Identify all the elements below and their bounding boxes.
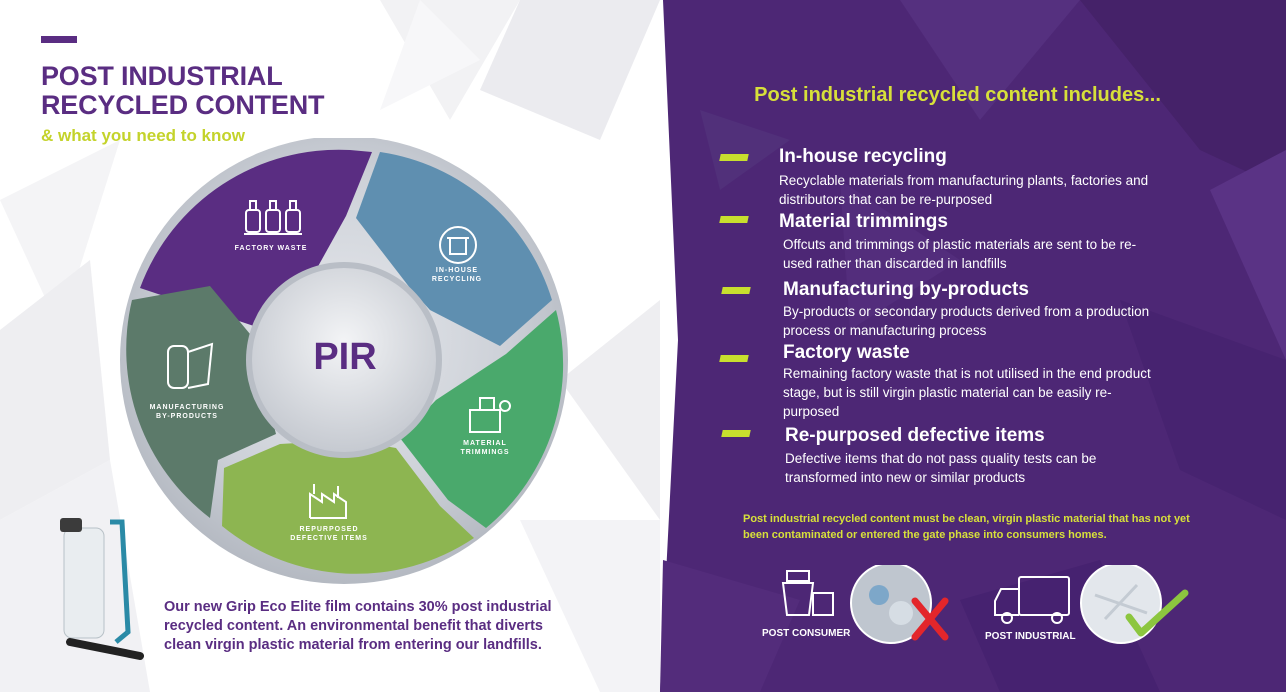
bullet-marker xyxy=(719,355,749,362)
item-desc-material-trimmings: Offcuts and trimmings of plastic materia… xyxy=(783,237,1137,271)
machine-icon xyxy=(469,397,511,433)
item-title-manufacturing-by-products: Manufacturing by-products xyxy=(783,279,1029,300)
cross-icon xyxy=(911,597,949,641)
bin-icon xyxy=(781,570,834,616)
bullet-marker xyxy=(721,430,751,437)
item-title-material-trimmings: Material trimmings xyxy=(779,211,948,232)
segment-label-in-house-recycling: IN-HOUSE RECYCLING xyxy=(431,267,483,283)
bullet-marker xyxy=(719,216,749,223)
factory-icon xyxy=(309,484,347,519)
truck-icon xyxy=(994,576,1070,624)
film-roll-icon xyxy=(167,342,214,389)
caption-post-consumer: POST CONSUMER xyxy=(762,628,851,639)
right-note: Post industrial recycled content must be… xyxy=(743,513,1190,541)
item-desc-in-house-recycling: Recyclable materials from manufacturing … xyxy=(779,173,1149,207)
pir-wheel xyxy=(120,138,568,584)
segment-repurposed-defective-items xyxy=(222,440,474,574)
item-title-in-house-recycling: In-house recycling xyxy=(779,146,947,167)
check-icon xyxy=(1125,589,1189,637)
page-subtitle: & what you need to know xyxy=(41,126,246,145)
caption-post-industrial: POST INDUSTRIAL xyxy=(985,631,1076,642)
product-note: Our new Grip Eco Elite film contains 30%… xyxy=(164,599,552,653)
segment-factory-waste xyxy=(140,149,372,328)
segment-label-factory-waste: FACTORY WASTE xyxy=(234,245,308,252)
item-title-repurposed-defective-items: Re-purposed defective items xyxy=(785,425,1045,446)
item-desc-repurposed-defective-items: Defective items that do not pass quality… xyxy=(785,451,1097,485)
bullet-marker xyxy=(721,287,751,294)
segment-label-repurposed-defective-items: REPURPOSED DEFECTIVE ITEMS xyxy=(290,526,368,542)
right-heading: Post industrial recycled content include… xyxy=(754,84,1161,106)
wheel-center-label: PIR xyxy=(313,336,377,378)
segment-in-house-recycling xyxy=(356,152,552,346)
bottles-icon xyxy=(244,200,302,235)
segment-material-trimmings xyxy=(400,310,564,528)
film-dispenser-image xyxy=(60,518,144,660)
segment-label-material-trimmings: MATERIAL TRIMMINGS xyxy=(460,440,510,456)
post-consumer-photo xyxy=(850,565,932,644)
page-title: POST INDUSTRIAL RECYCLED CONTENT xyxy=(41,61,325,120)
item-desc-manufacturing-by-products: By-products or secondary products derive… xyxy=(783,304,1150,338)
segment-label-manufacturing-by-products: MANUFACTURING BY-PRODUCTS xyxy=(149,404,225,420)
item-title-factory-waste: Factory waste xyxy=(783,342,910,363)
bullet-marker xyxy=(719,154,749,161)
wheel-core xyxy=(252,268,436,452)
segment-manufacturing-by-products xyxy=(126,286,276,518)
comparison-graphics xyxy=(781,565,1189,644)
recycle-bin-icon xyxy=(439,226,477,264)
item-desc-factory-waste: Remaining factory waste that is not util… xyxy=(783,366,1151,419)
title-accent-bar xyxy=(41,36,77,43)
